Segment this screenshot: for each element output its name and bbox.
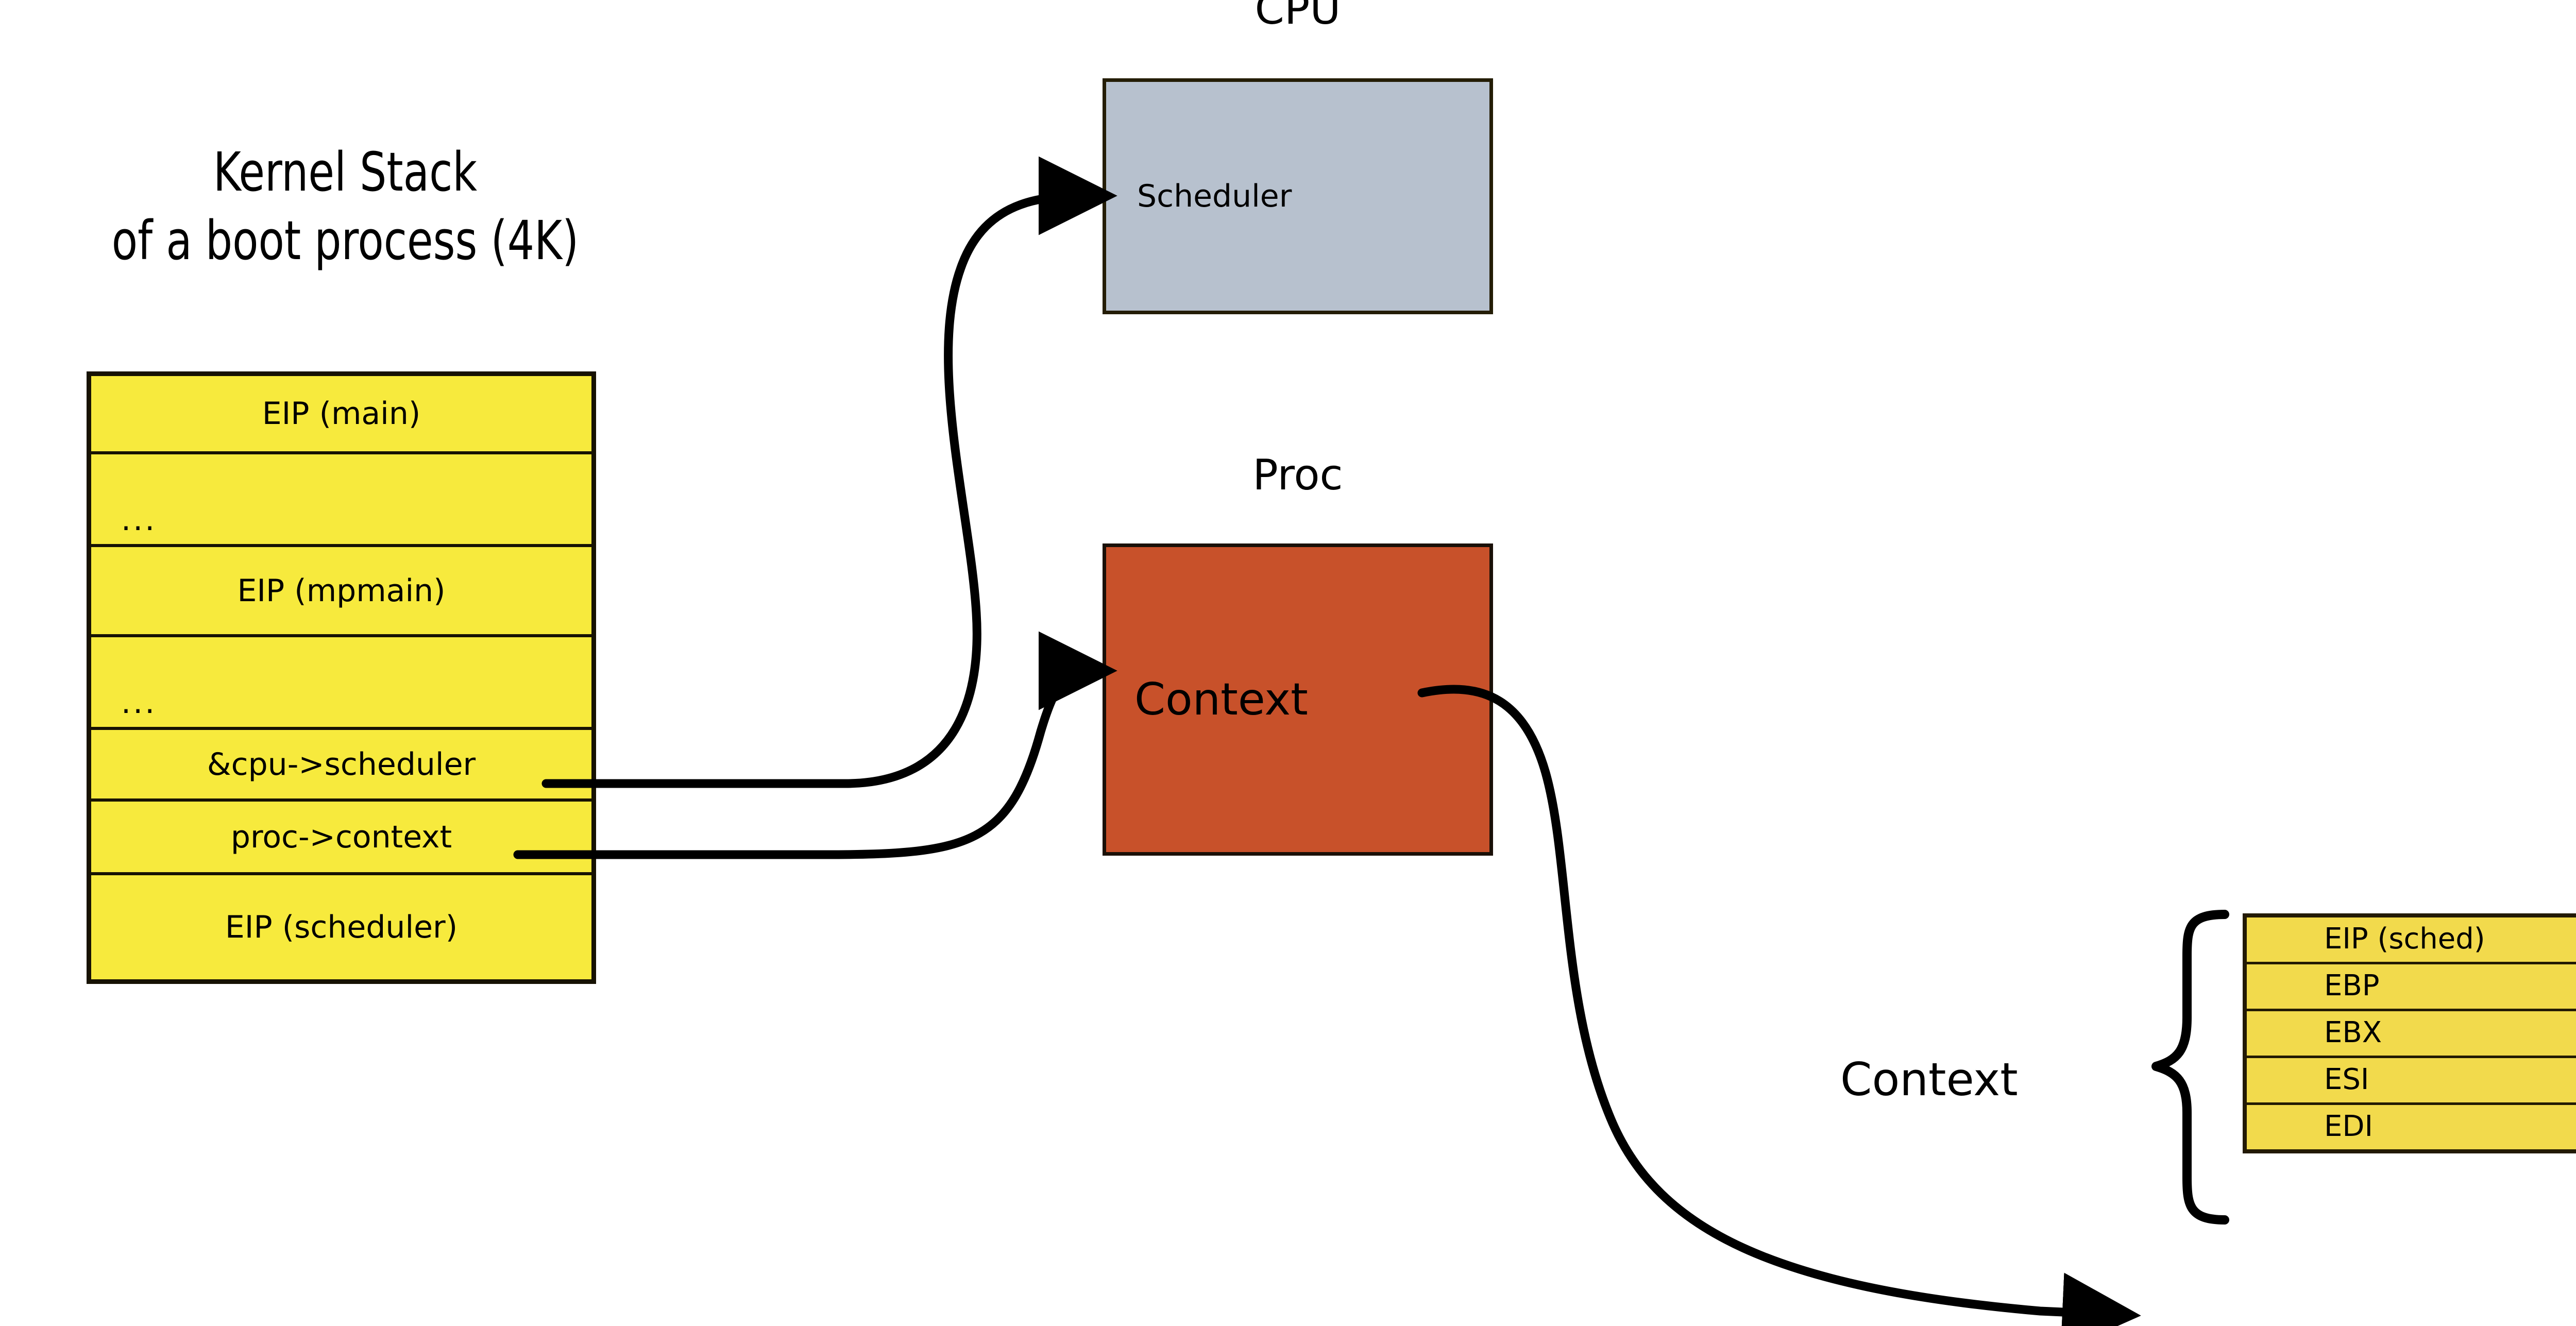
proc-box: Context — [1103, 543, 1493, 856]
kernel-stack-table: EIP (main) ... EIP (mpmain) ... &cpu->sc… — [87, 371, 596, 984]
cpu-title: CPU — [1255, 0, 1341, 34]
context-curly-brace — [2151, 910, 2229, 1225]
context-struct-arrow — [1417, 685, 2141, 1326]
table-row: EIP (mpmain) — [91, 547, 591, 637]
table-row: ESI — [2247, 1058, 2576, 1105]
scheduler-label: Scheduler — [1137, 178, 1292, 214]
stack-cell-ellipsis-2: ... — [121, 685, 157, 721]
context-struct-table: EIP (sched) EBP EBX ESI EDI — [2243, 913, 2576, 1153]
context-cell-ebp: EBP — [2324, 969, 2380, 1003]
proc-title: Proc — [1252, 451, 1343, 500]
cpu-scheduler-arrow — [541, 156, 1117, 788]
context-cell-esi: ESI — [2324, 1063, 2369, 1097]
table-row: &cpu->scheduler — [91, 730, 591, 802]
stack-cell-cpu-scheduler: &cpu->scheduler — [207, 746, 476, 783]
context-brace-label: Context — [1840, 1053, 2018, 1106]
cpu-box: Scheduler — [1103, 78, 1493, 314]
table-row: EBP — [2247, 964, 2576, 1011]
stack-cell-eip-main: EIP (main) — [262, 396, 421, 432]
table-row: EDI — [2247, 1105, 2576, 1149]
stack-cell-eip-scheduler: EIP (scheduler) — [225, 909, 458, 945]
table-row: ... — [91, 637, 591, 730]
stack-cell-proc-context: proc->context — [230, 819, 452, 855]
stack-cell-eip-mpmain: EIP (mpmain) — [237, 572, 446, 609]
table-row: EBX — [2247, 1011, 2576, 1058]
context-cell-eip-sched: EIP (sched) — [2324, 922, 2485, 956]
context-cell-edi: EDI — [2324, 1110, 2374, 1144]
table-row: ... — [91, 454, 591, 547]
table-row: EIP (sched) — [2247, 917, 2576, 964]
kernel-stack-title-line1: Kernel Stack — [213, 141, 478, 203]
kernel-stack-title-line2: of a boot process (4K) — [111, 209, 579, 273]
table-row: EIP (scheduler) — [91, 875, 591, 979]
kernel-stack-title: Kernel Stack of a boot process (4K) — [23, 138, 667, 275]
stack-cell-ellipsis-1: ... — [121, 502, 157, 538]
table-row: EIP (main) — [91, 376, 591, 454]
context-cell-ebx: EBX — [2324, 1016, 2382, 1050]
context-label: Context — [1134, 674, 1308, 725]
table-row: proc->context — [91, 802, 591, 875]
